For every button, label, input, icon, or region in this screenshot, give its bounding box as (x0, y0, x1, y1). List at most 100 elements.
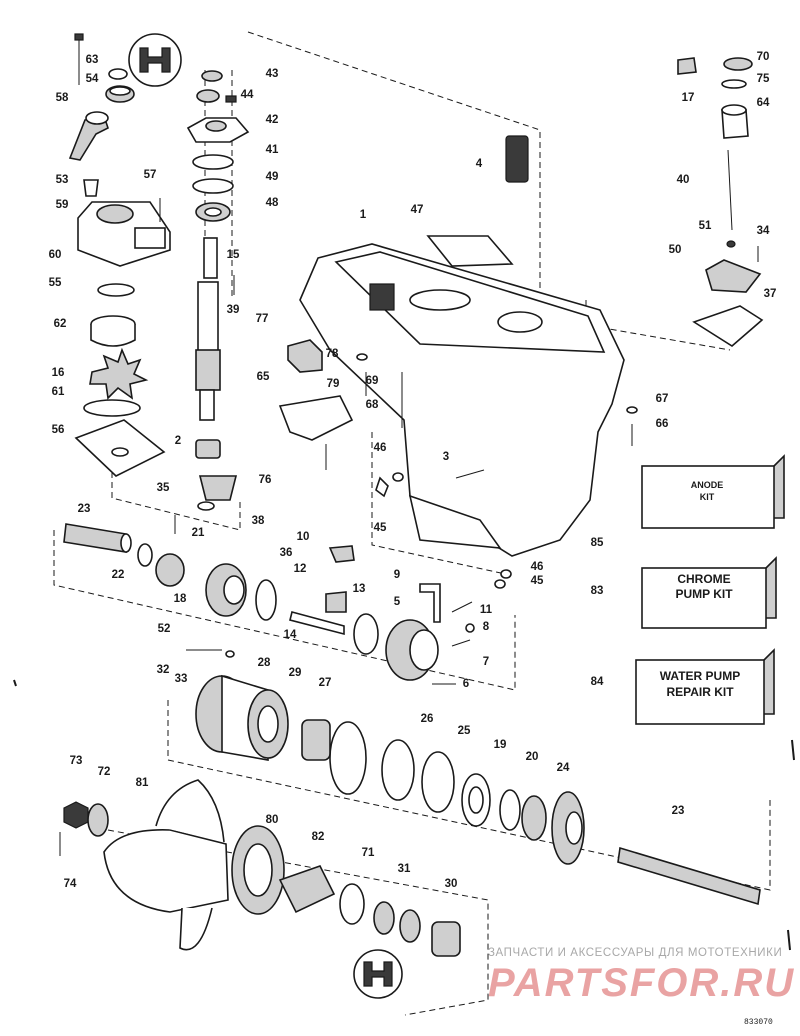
callout-31: 31 (398, 863, 411, 875)
callout-52: 52 (158, 623, 171, 635)
callout-32: 32 (157, 664, 170, 676)
callout-57: 57 (144, 169, 157, 181)
callout-45: 45 (531, 575, 544, 587)
propeller (59, 779, 461, 999)
callout-76: 76 (259, 474, 272, 486)
callout-30: 30 (445, 878, 458, 890)
callout-10: 10 (297, 531, 310, 543)
chrome-pump-kit-box: CHROME PUMP KIT (641, 556, 777, 629)
callout-46: 46 (531, 561, 544, 573)
water-pump-repair-kit-line-2: REPAIR KIT (666, 685, 734, 699)
callout-6: 6 (463, 678, 469, 690)
callout-41: 41 (266, 144, 279, 156)
callout-12: 12 (294, 563, 307, 575)
callout-85: 85 (591, 537, 604, 549)
callout-82: 82 (312, 831, 325, 843)
anode-kit-box: ANODE KIT (641, 454, 785, 529)
callout-74: 74 (64, 878, 77, 890)
callout-83: 83 (591, 585, 604, 597)
callout-44: 44 (241, 89, 254, 101)
callout-15: 15 (227, 249, 240, 261)
callout-54: 54 (86, 73, 99, 85)
callout-55: 55 (49, 277, 62, 289)
callout-53: 53 (56, 174, 69, 186)
watermark-brand: PARTSFOR.RU (488, 961, 795, 1005)
callout-37: 37 (764, 288, 777, 300)
callout-84: 84 (591, 676, 604, 688)
anode-kit-line-2: KIT (700, 492, 715, 502)
callout-35: 35 (157, 482, 170, 494)
callout-18: 18 (174, 593, 187, 605)
kit-boxes: ANODE KIT CHROME PUMP KIT WATER PUMP REP… (635, 454, 785, 725)
callout-17: 17 (682, 92, 695, 104)
callout-38: 38 (252, 515, 265, 527)
callout-56: 56 (52, 424, 65, 436)
driveshaft-stack (128, 33, 250, 534)
callout-36: 36 (280, 547, 293, 559)
watermark-tagline: ЗАПЧАСТИ И АКСЕССУАРЫ ДЛЯ МОТОТЕХНИКИ (488, 947, 782, 959)
callout-9: 9 (394, 569, 400, 581)
callout-20: 20 (526, 751, 539, 763)
callout-39: 39 (227, 304, 240, 316)
propeller-shaft-parts (195, 674, 761, 906)
callout-61: 61 (52, 386, 65, 398)
callout-34: 34 (757, 225, 770, 237)
callout-71: 71 (362, 847, 375, 859)
callout-80: 80 (266, 814, 279, 826)
callout-73: 73 (70, 755, 83, 767)
water-pump-repair-kit-line-1: WATER PUMP (660, 669, 740, 683)
callout-69: 69 (366, 375, 379, 387)
callout-49: 49 (266, 171, 279, 183)
callout-13: 13 (353, 583, 366, 595)
callout-70: 70 (757, 51, 770, 63)
callout-8: 8 (483, 621, 490, 633)
callout-67: 67 (656, 393, 669, 405)
callout-28: 28 (258, 657, 271, 669)
callout-19: 19 (494, 739, 507, 751)
callout-23: 23 (672, 805, 685, 817)
callout-23: 23 (78, 503, 91, 515)
callout-65: 65 (257, 371, 270, 383)
callout-42: 42 (266, 114, 279, 126)
callout-79: 79 (327, 378, 340, 390)
callout-29: 29 (289, 667, 302, 679)
callout-46: 46 (374, 442, 387, 454)
callout-21: 21 (192, 527, 205, 539)
callout-26: 26 (421, 713, 434, 725)
callout-50: 50 (669, 244, 682, 256)
callout-63: 63 (86, 54, 99, 66)
callout-58: 58 (56, 92, 69, 104)
chrome-pump-kit-line-2: PUMP KIT (675, 587, 733, 601)
callout-11: 11 (480, 604, 493, 616)
callout-22: 22 (112, 569, 125, 581)
callout-68: 68 (366, 399, 379, 411)
callout-27: 27 (319, 677, 332, 689)
callout-24: 24 (557, 762, 570, 774)
callout-77: 77 (256, 313, 269, 325)
callout-45: 45 (374, 522, 387, 534)
callout-51: 51 (699, 220, 712, 232)
shift-assembly (63, 523, 475, 685)
callout-2: 2 (175, 435, 181, 447)
drawing-number: 833070 (744, 1018, 773, 1027)
callout-3: 3 (443, 451, 449, 463)
callout-64: 64 (757, 97, 770, 109)
callout-33: 33 (175, 673, 188, 685)
callout-7: 7 (483, 656, 489, 668)
callout-59: 59 (56, 199, 69, 211)
callout-43: 43 (266, 68, 279, 80)
callout-72: 72 (98, 766, 111, 778)
anode-kit-line-1: ANODE (691, 480, 724, 490)
callout-62: 62 (54, 318, 67, 330)
callout-4: 4 (476, 158, 483, 170)
shift-rod-parts (677, 57, 764, 347)
watermark: ЗАПЧАСТИ И АКСЕССУАРЫ ДЛЯ МОТОТЕХНИКИ PA… (488, 947, 795, 1005)
callout-78: 78 (326, 348, 339, 360)
callout-60: 60 (49, 249, 62, 261)
callout-25: 25 (458, 725, 471, 737)
callout-81: 81 (136, 777, 149, 789)
callout-66: 66 (656, 418, 669, 430)
callout-47: 47 (411, 204, 424, 216)
